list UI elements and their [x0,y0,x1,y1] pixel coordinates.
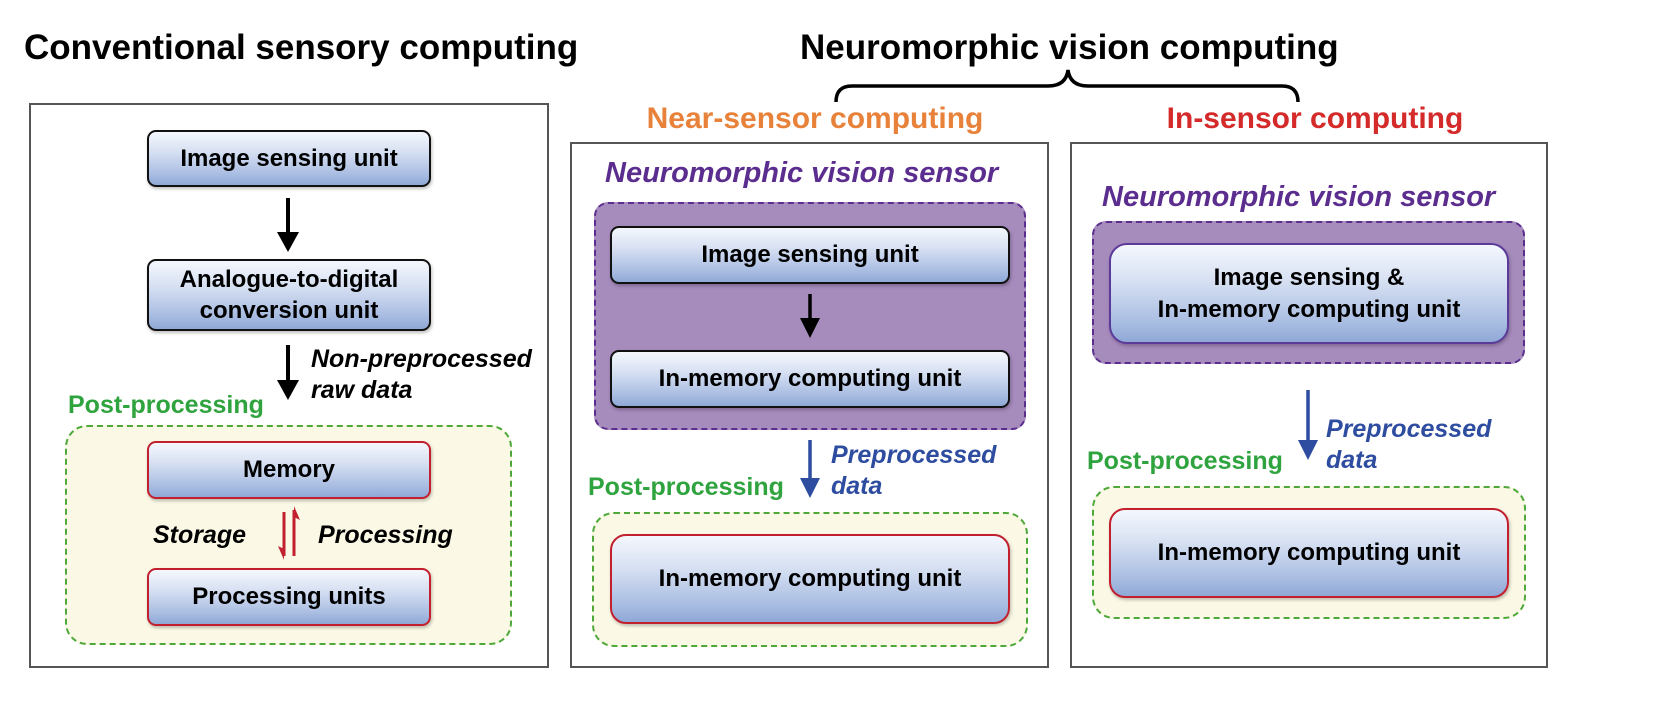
post-processing-label-conventional: Post-processing [68,391,264,419]
near-image-sensing-unit: Image sensing unit [610,226,1010,284]
processing-label: Processing [318,521,453,549]
memory-unit-label: Memory [242,456,336,484]
neuromorphic-sensor-label-near: Neuromorphic vision sensor [605,157,999,189]
preprocessed-data-label-near-line1: Preprocessed [831,441,997,469]
processing-units: Processing units [147,568,431,626]
title-near-sensor: Near-sensor computing [646,102,984,135]
image-sensing-unit: Image sensing unit [147,130,431,187]
raw-data-label: Non-preprocessed raw data [311,344,532,407]
processing-units-label: Processing units [192,583,386,611]
preprocessed-data-label-near-line2: data [831,472,883,501]
raw-data-label-line2: raw data [311,376,413,405]
near-post-in-memory-unit-label: In-memory computing unit [658,565,962,593]
preprocessed-data-label-in: Preprocessed data [1326,414,1491,477]
in-post-in-memory-unit: In-memory computing unit [1109,508,1509,598]
title-in-sensor: In-sensor computing [1166,102,1464,135]
in-combined-unit-label-line2: In-memory computing unit [1157,295,1461,323]
near-image-sensing-unit-label: Image sensing unit [701,241,919,269]
preprocessed-data-label-near: Preprocessed data [831,440,996,503]
raw-data-label-line1: Non-preprocessed [311,345,532,373]
adc-unit: Analogue-to-digital conversion unit [147,259,431,331]
near-in-memory-unit-label: In-memory computing unit [658,365,962,393]
post-processing-label-near: Post-processing [588,473,784,501]
memory-unit: Memory [147,441,431,499]
near-in-memory-unit: In-memory computing unit [610,350,1010,408]
in-post-in-memory-unit-label: In-memory computing unit [1157,539,1461,567]
image-sensing-unit-label: Image sensing unit [180,144,398,172]
storage-label: Storage [153,521,247,549]
post-processing-label-in: Post-processing [1087,447,1283,475]
preprocessed-data-label-in-line1: Preprocessed [1326,415,1492,443]
title-conventional: Conventional sensory computing [24,28,579,67]
adc-unit-label-line2: conversion unit [199,297,379,324]
preprocessed-data-label-in-line2: data [1326,446,1378,475]
near-post-in-memory-unit: In-memory computing unit [610,534,1010,624]
neuromorphic-sensor-label-in: Neuromorphic vision sensor [1102,181,1496,213]
title-neuromorphic: Neuromorphic vision computing [800,28,1339,67]
in-combined-unit: Image sensing & In-memory computing unit [1109,243,1509,344]
adc-unit-label-line1: Analogue-to-digital [179,265,399,293]
in-combined-unit-label-line1: Image sensing & [1213,264,1405,292]
